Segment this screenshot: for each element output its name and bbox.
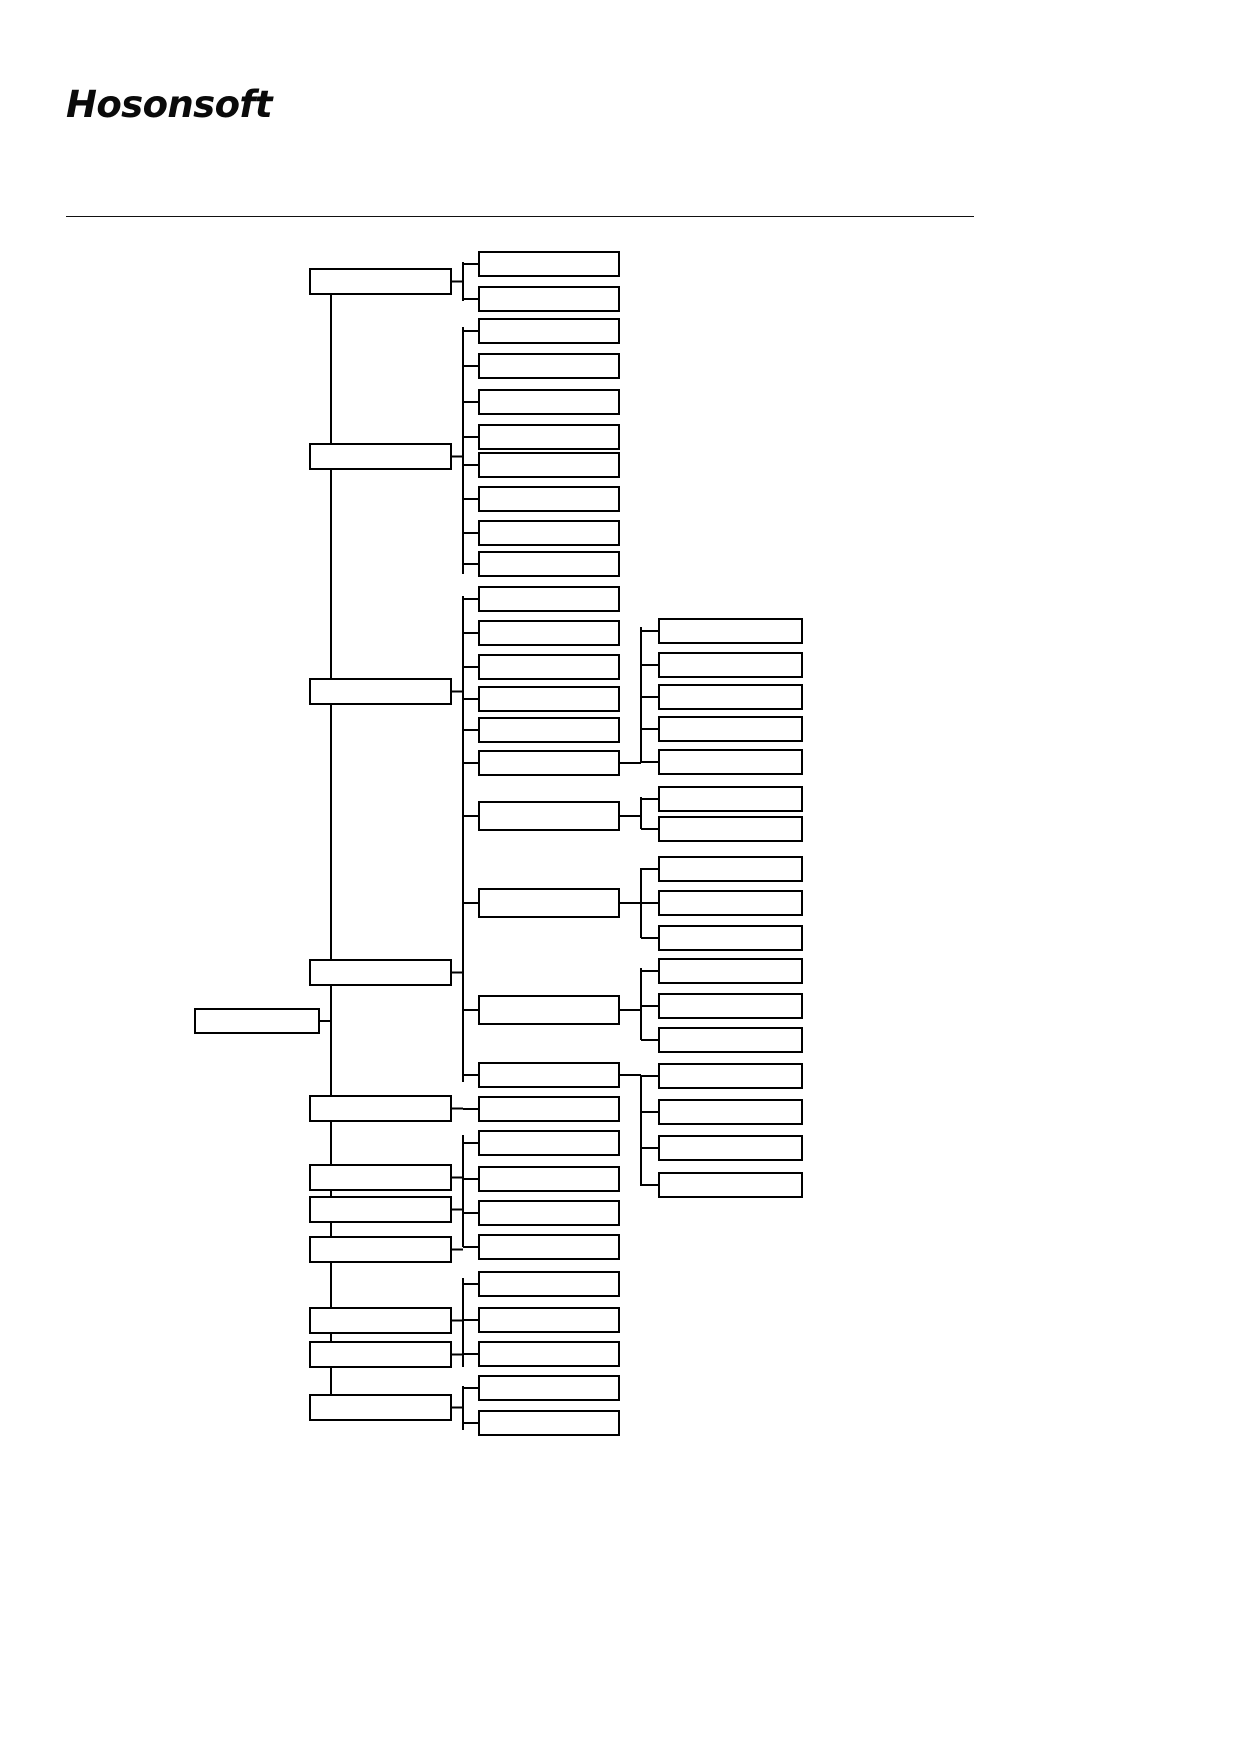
tree-node-level2 bbox=[478, 353, 620, 379]
tree-node-root bbox=[194, 1008, 320, 1034]
tree-node-level2 bbox=[478, 1307, 620, 1333]
tree-node-level2 bbox=[478, 1234, 620, 1260]
tree-node-level3 bbox=[658, 786, 803, 812]
tree-node-level3 bbox=[658, 890, 803, 916]
tree-node-level2 bbox=[478, 888, 620, 918]
tree-node-level2 bbox=[478, 424, 620, 450]
tree-node-level1 bbox=[309, 959, 452, 986]
tree-node-level3 bbox=[658, 716, 803, 742]
tree-node-level3 bbox=[658, 1172, 803, 1198]
tree-node-level1 bbox=[309, 1341, 452, 1368]
tree-node-level2 bbox=[478, 251, 620, 277]
tree-node-level3 bbox=[658, 1027, 803, 1053]
tree-node-level2 bbox=[478, 1200, 620, 1226]
tree-node-level3 bbox=[658, 958, 803, 984]
tree-node-level2 bbox=[478, 1096, 620, 1122]
tree-node-level2 bbox=[478, 486, 620, 512]
tree-node-level2 bbox=[478, 686, 620, 712]
tree-node-level2 bbox=[478, 620, 620, 646]
tree-node-level2 bbox=[478, 520, 620, 546]
tree-node-level3 bbox=[658, 618, 803, 644]
tree-node-level1 bbox=[309, 1095, 452, 1122]
tree-node-level2 bbox=[478, 1341, 620, 1367]
tree-node-level2 bbox=[478, 1271, 620, 1297]
tree-node-level2 bbox=[478, 1375, 620, 1401]
tree-node-level3 bbox=[658, 816, 803, 842]
tree-node-level2 bbox=[478, 717, 620, 743]
tree-node-level3 bbox=[658, 993, 803, 1019]
tree-node-level3 bbox=[658, 684, 803, 710]
tree-node-level1 bbox=[309, 1196, 452, 1223]
tree-node-level1 bbox=[309, 1164, 452, 1191]
tree-node-level2 bbox=[478, 586, 620, 612]
tree-node-level2 bbox=[478, 1166, 620, 1192]
tree-node-level2 bbox=[478, 801, 620, 831]
tree-node-level1 bbox=[309, 1394, 452, 1421]
tree-node-level3 bbox=[658, 1099, 803, 1125]
tree-node-level2 bbox=[478, 750, 620, 776]
tree-node-level3 bbox=[658, 925, 803, 951]
tree-node-level3 bbox=[658, 1135, 803, 1161]
header-divider bbox=[66, 216, 974, 217]
tree-node-level2 bbox=[478, 1062, 620, 1088]
tree-node-level2 bbox=[478, 286, 620, 312]
tree-node-level3 bbox=[658, 749, 803, 775]
tree-node-level1 bbox=[309, 1236, 452, 1263]
tree-node-level1 bbox=[309, 1307, 452, 1334]
tree-node-level1 bbox=[309, 268, 452, 295]
tree-node-level2 bbox=[478, 1130, 620, 1156]
tree-node-level2 bbox=[478, 318, 620, 344]
tree-node-level3 bbox=[658, 652, 803, 678]
tree-node-level2 bbox=[478, 389, 620, 415]
tree-node-level2 bbox=[478, 452, 620, 478]
tree-node-level1 bbox=[309, 443, 452, 470]
tree-node-level1 bbox=[309, 678, 452, 705]
tree-node-level3 bbox=[658, 856, 803, 882]
brand-logo: Hosonsoft bbox=[66, 83, 273, 126]
tree-node-level2 bbox=[478, 551, 620, 577]
tree-node-level2 bbox=[478, 654, 620, 680]
tree-node-level2 bbox=[478, 995, 620, 1025]
tree-node-level2 bbox=[478, 1410, 620, 1436]
tree-node-level3 bbox=[658, 1063, 803, 1089]
